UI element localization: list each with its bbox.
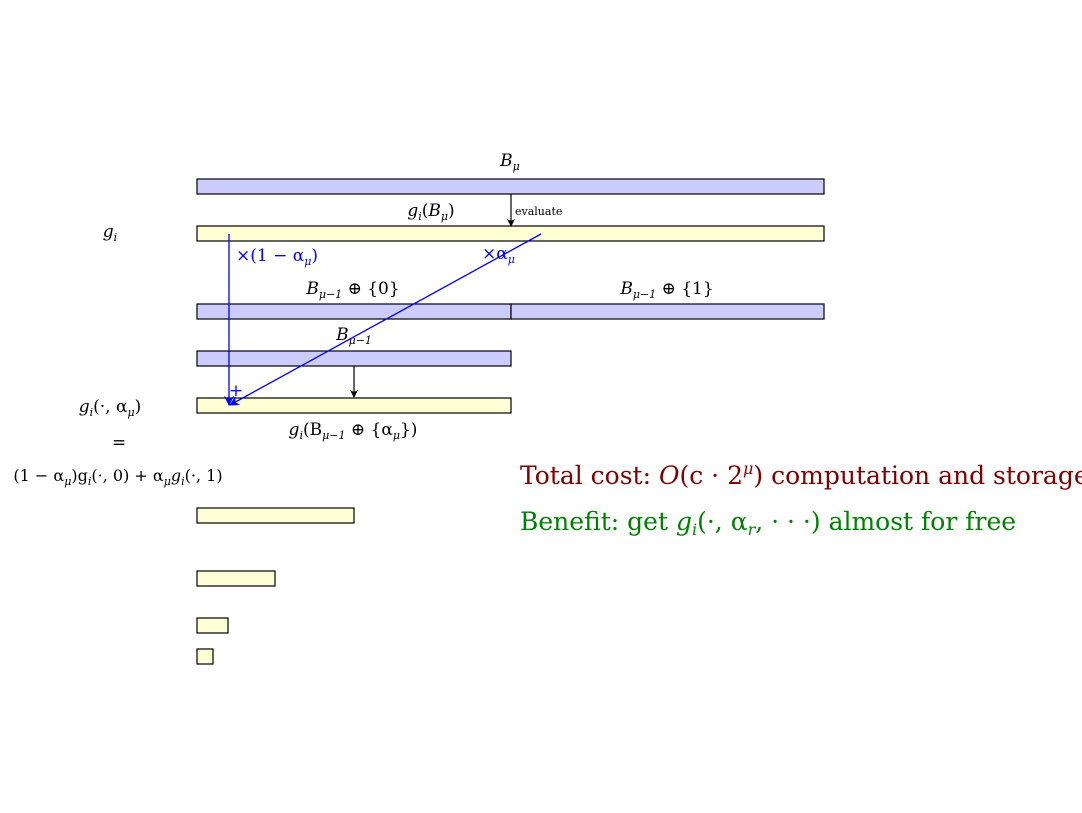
label-g-i-dot-alpha: gi(·, αμ) <box>79 397 142 419</box>
bar-yellow-sixteenth <box>196 617 229 634</box>
label-times-alpha: ×αμ <box>482 244 515 266</box>
benefit-text: Benefit: get gi(·, αr, · · ·) almost for… <box>520 507 1016 539</box>
label-times-one-minus-alpha: ×(1 − αμ) <box>236 246 318 268</box>
label-g-i-b-mu: gi(Bμ) <box>407 201 454 223</box>
bar-b-mu <box>196 178 825 195</box>
bar-g-i <box>196 225 825 242</box>
bar-b-mu-minus-1-plus-1 <box>510 303 825 320</box>
bar-yellow-quarter <box>196 507 355 524</box>
label-b-mu-minus-1-plus-1: Bμ−1 ⊕ {1} <box>619 279 713 301</box>
bar-yellow-smallest <box>196 648 214 665</box>
label-plus: + <box>229 381 243 401</box>
blue-arrow-diagonal <box>229 233 542 406</box>
label-equals: = <box>112 433 126 453</box>
bar-yellow-eighth <box>196 570 276 587</box>
total-cost-text: Total cost: O(c · 2μ) computation and st… <box>520 459 1082 490</box>
bar-b-mu-minus-1-plus-0 <box>196 303 512 320</box>
label-g-i: gi <box>103 222 117 244</box>
label-expansion: (1 − αμ)gi(·, 0) + αμgi(·, 1) <box>13 466 222 488</box>
label-b-mu: Bμ <box>499 151 520 173</box>
label-evaluate: evaluate <box>515 205 562 218</box>
bar-b-mu-minus-1 <box>196 350 512 367</box>
bar-g-i-alpha <box>196 397 512 414</box>
label-g-i-b-mu-minus-1-alpha: gi(Bμ−1 ⊕ {αμ}) <box>289 420 418 442</box>
label-b-mu-minus-1-plus-0: Bμ−1 ⊕ {0} <box>305 279 399 301</box>
